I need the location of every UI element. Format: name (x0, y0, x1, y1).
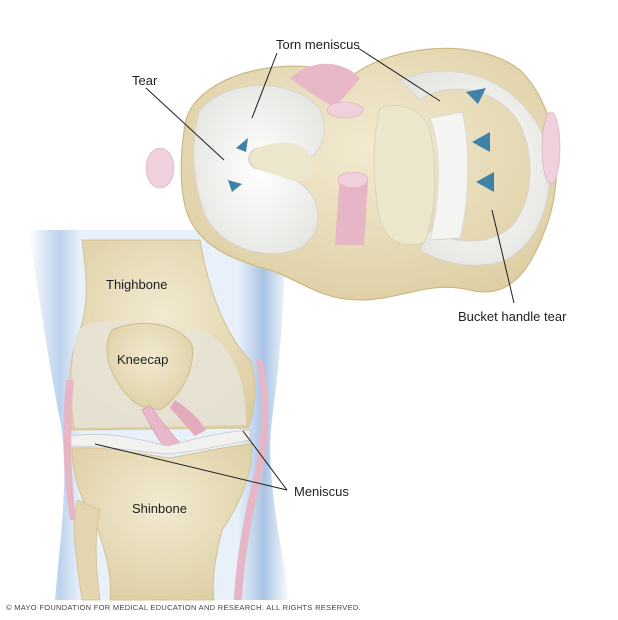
front-view (20, 225, 300, 601)
label-torn-meniscus: Torn meniscus (276, 37, 360, 52)
label-bucket-handle-tear: Bucket handle tear (458, 309, 567, 324)
label-thighbone: Thighbone (106, 277, 168, 292)
tear-arrows (228, 88, 494, 192)
label-kneecap: Kneecap (117, 352, 169, 367)
kneecap-shape (106, 322, 194, 411)
label-tear: Tear (132, 73, 158, 88)
label-shinbone: Shinbone (132, 501, 187, 516)
top-view (145, 47, 561, 301)
leader-lines (94, 47, 515, 491)
label-meniscus: Meniscus (294, 484, 349, 499)
meniscus-shape (69, 429, 251, 455)
shinbone-shape (71, 443, 253, 601)
copyright-notice: © MAYO FOUNDATION FOR MEDICAL EDUCATION … (6, 603, 361, 612)
